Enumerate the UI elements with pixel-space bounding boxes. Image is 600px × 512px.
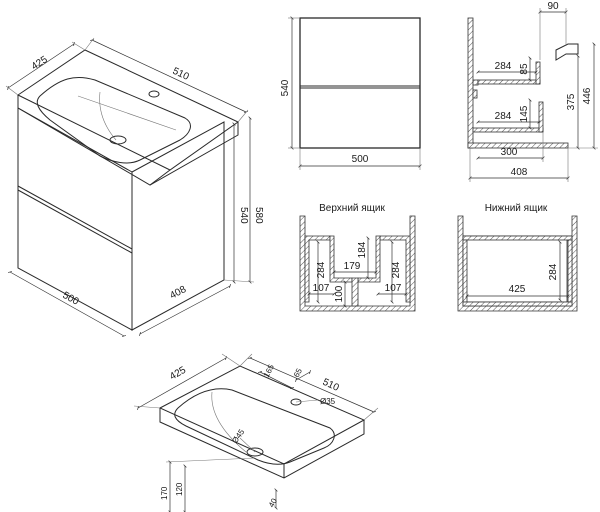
side-mid-height-label: 375	[566, 93, 577, 110]
iso-cabinet-height-b-label: 580	[253, 207, 264, 224]
upper-drawer-center-width-label: 179	[344, 261, 361, 272]
iso-cabinet-depth-label: 425	[30, 54, 50, 73]
front-view: 540 500	[280, 16, 422, 170]
iso-cabinet-height-a-label: 540	[238, 207, 249, 224]
upper-drawer-right-width-label: 107	[385, 283, 402, 294]
iso-basin-depth-label: 425	[168, 365, 188, 383]
front-view-width-label: 500	[352, 154, 369, 165]
upper-drawer-right-height-label: 284	[391, 261, 402, 278]
iso-basin-height-total-label: 170	[160, 486, 169, 500]
upper-drawer: Верхний ящик 284 284 179 184 107 107 100	[299, 203, 416, 312]
side-lower-height-label: 145	[519, 105, 530, 122]
lower-drawer-width-label: 425	[509, 284, 526, 295]
iso-cabinet: 425 510 540 580 500 408	[5, 37, 264, 337]
side-total-height-label: 446	[582, 87, 593, 104]
side-section: 90 284 85 284 145 375 446 300 408	[467, 1, 598, 182]
iso-basin-tap-hole-label: Ø35	[320, 397, 336, 406]
upper-drawer-center-height-label: 184	[357, 241, 368, 258]
side-top-gap-label: 90	[547, 1, 559, 12]
lower-drawer: Нижний ящик 284 425	[457, 203, 578, 312]
upper-drawer-center-bottom-label: 100	[334, 285, 345, 302]
iso-cabinet-basin-depth-label: 510	[171, 66, 191, 83]
upper-drawer-left-width-label: 107	[313, 283, 330, 294]
iso-basin-height-bowl-label: 120	[175, 482, 184, 496]
side-upper-height-label: 85	[519, 63, 530, 75]
upper-drawer-left-height-label: 284	[316, 261, 327, 278]
iso-basin: 425 165 65 510 Ø35 Ø45 170 120 40	[133, 353, 379, 512]
iso-basin-tap-offset-label: 165	[262, 362, 276, 378]
side-upper-width-label: 284	[495, 61, 512, 72]
side-bottom-width-label: 300	[501, 147, 518, 158]
lower-drawer-height-label: 284	[548, 263, 559, 280]
iso-basin-rim-label: 40	[267, 496, 279, 509]
iso-cabinet-width-label: 500	[61, 290, 81, 308]
side-depth-label: 408	[511, 167, 528, 178]
iso-basin-drain-hole-label: Ø45	[230, 427, 246, 445]
iso-basin-width-label: 510	[321, 377, 341, 394]
iso-cabinet-body-depth-label: 408	[168, 284, 188, 302]
side-lower-width-label: 284	[495, 111, 512, 122]
upper-drawer-caption: Верхний ящик	[319, 203, 385, 214]
front-view-height-label: 540	[280, 79, 291, 96]
lower-drawer-caption: Нижний ящик	[485, 203, 548, 214]
